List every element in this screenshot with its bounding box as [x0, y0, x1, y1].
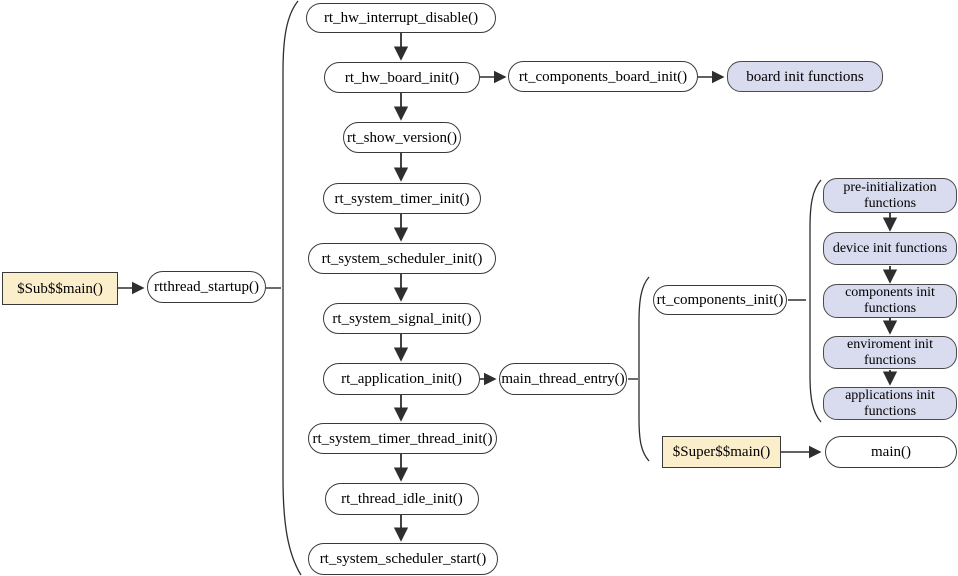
grouping-braces — [282, 0, 822, 576]
node-hw-interrupt-disable: rt_hw_interrupt_disable() — [306, 3, 496, 33]
node-sub-main: $Sub$$main() — [2, 272, 118, 305]
horizontal-arrows — [118, 70, 822, 459]
node-components-board-init: rt_components_board_init() — [508, 61, 698, 92]
node-application-init: rt_application_init() — [323, 363, 480, 395]
node-device-init-functions: device init functions — [823, 232, 957, 265]
node-system-scheduler-start: rt_system_scheduler_start() — [308, 543, 498, 575]
brace-startup-group — [282, 0, 302, 576]
node-hw-board-init: rt_hw_board_init() — [324, 62, 480, 93]
node-board-init-functions: board init functions — [727, 61, 883, 92]
node-pre-initialization-functions: pre-initialization functions — [823, 178, 957, 213]
node-components-init-functions: components init functions — [823, 284, 957, 318]
node-main: main() — [825, 436, 957, 468]
node-enviroment-init-functions: enviroment init functions — [823, 336, 957, 369]
node-rtthread-startup: rtthread_startup() — [147, 271, 266, 303]
node-components-init: rt_components_init() — [653, 285, 787, 315]
node-system-timer-thread-init: rt_system_timer_thread_init() — [308, 423, 497, 454]
node-thread-idle-init: rt_thread_idle_init() — [325, 483, 479, 515]
brace-componentsinit-group — [809, 179, 822, 423]
node-system-signal-init: rt_system_signal_init() — [323, 303, 481, 334]
node-super-main: $Super$$main() — [662, 436, 781, 468]
connector-dashes — [266, 287, 806, 380]
brace-mainthread-group — [638, 276, 650, 462]
node-main-thread-entry: main_thread_entry() — [499, 363, 627, 395]
node-show-version: rt_show_version() — [343, 122, 461, 153]
node-applications-init-functions: applications init functions — [823, 387, 957, 420]
node-system-timer-init: rt_system_timer_init() — [323, 183, 481, 214]
node-system-scheduler-init: rt_system_scheduler_init() — [308, 243, 496, 274]
